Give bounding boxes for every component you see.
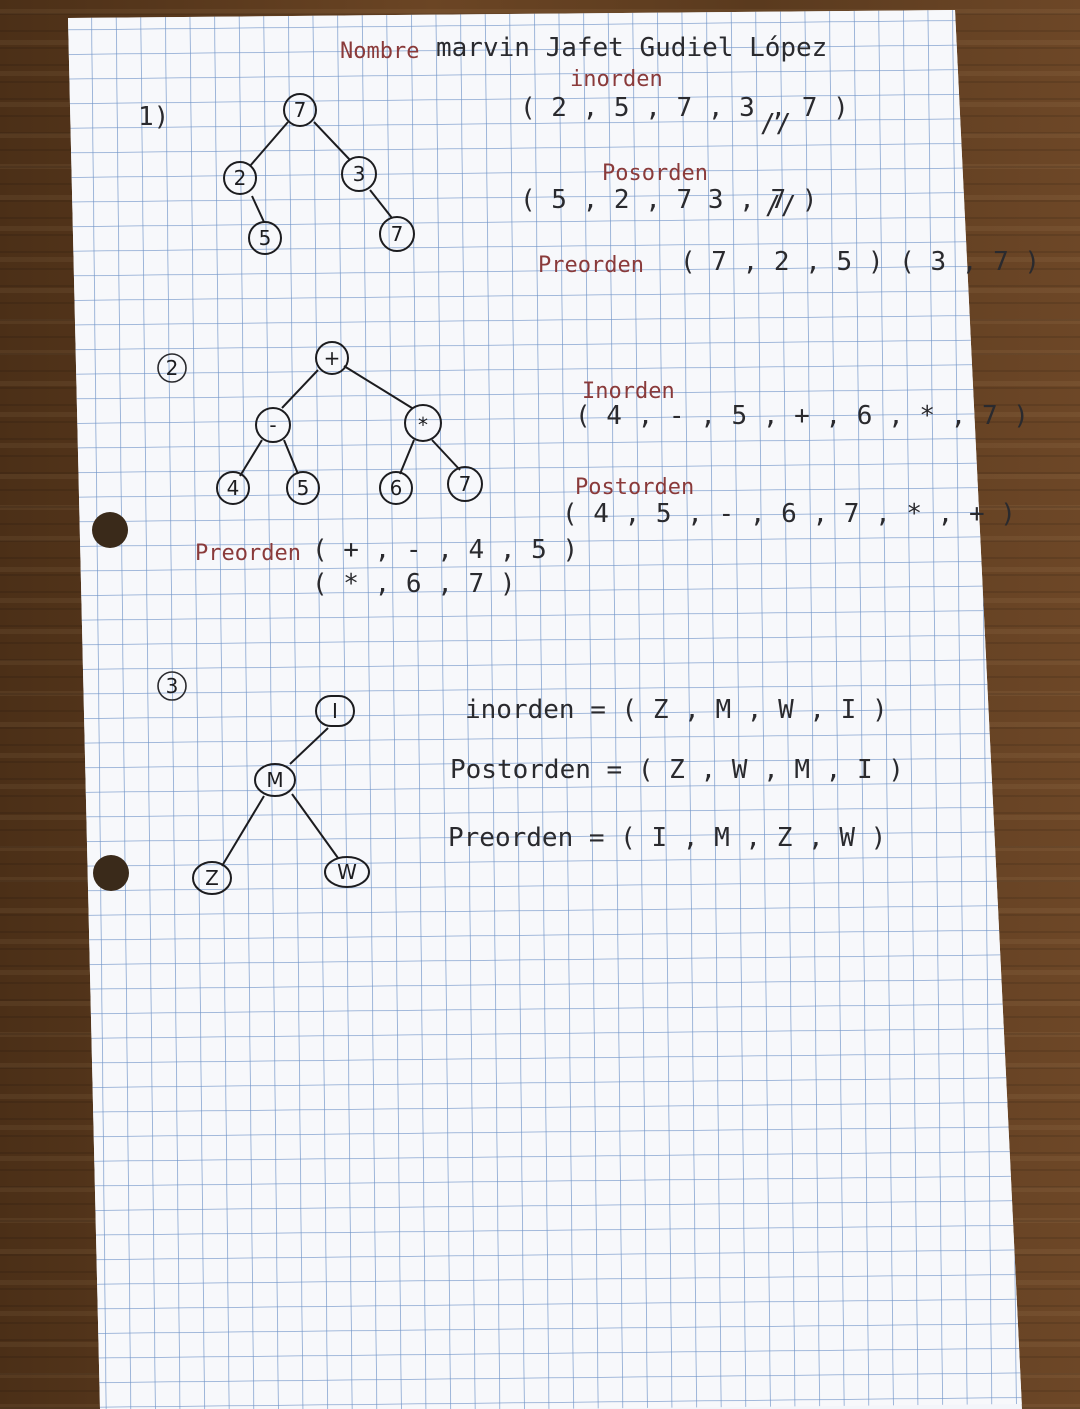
s2-preorden-label: Preorden [195,541,301,566]
tree-1-left-node: 2 [234,166,247,190]
name-label: Nombre [340,39,419,64]
s1-posorden-value: ( 5 , 2 , 7 3 , 7 ) [520,185,817,215]
tree-2-leaf: 4 [227,476,240,500]
punch-hole [93,855,129,891]
tree-2-leaf: 5 [297,476,310,500]
tree-2-root-node: + [324,346,341,370]
tree-3: I M Z W [192,695,370,895]
tree-1-left-leaf: 5 [259,226,272,250]
tree-2-right-node: * [418,413,428,437]
s3-inorden: inorden = ( Z , M , W , I ) [465,695,888,725]
name-value: marvin Jafet Gudiel López [436,33,827,63]
s3-preorden: Preorden = ( I , M , Z , W ) [448,823,886,853]
s1-preorden-label: Preorden [538,253,644,278]
s2-inorden-label: Inorden [582,379,675,404]
s2-postorden-label: Postorden [575,475,694,500]
s2-inorden-value: ( 4 , - , 5 , + , 6 , * , 7 ) [575,401,1029,431]
section-3-number: 3 [166,674,179,698]
s2-postorden-value: ( 4 , 5 , - , 6 , 7 , * , + ) [562,499,1016,529]
tree-2-leaf: 6 [390,476,403,500]
s1-posorden-label: Posorden [602,161,708,186]
s1-inorden-mark: // [760,109,791,139]
tree-1-right-leaf: 7 [391,222,404,246]
tree-2: + - * 4 5 6 7 [216,341,483,505]
section-1-number: 1) [138,102,169,132]
s2-preorden-value-1: ( + , - , 4 , 5 ) [312,535,578,565]
tree-1-root-node: 7 [294,98,307,122]
tree-3-middle-node: M [266,768,283,792]
tree-2-leaf: 7 [459,472,472,496]
tree-1-right-node: 3 [353,162,366,186]
s3-postorden: Postorden = ( Z , W , M , I ) [450,755,904,785]
s1-inorden-value: ( 2 , 5 , 7 , 3 , 7 ) [520,93,849,123]
s2-preorden-value-2: ( * , 6 , 7 ) [312,569,516,599]
punch-hole [92,512,128,548]
tree-3-left-leaf: Z [205,866,219,890]
s1-preorden-value: ( 7 , 2 , 5 ) ( 3 , 7 ) [680,247,1040,277]
tree-1: 7 2 3 5 7 [223,93,415,255]
tree-3-right-leaf: W [337,860,357,884]
tree-2-left-node: - [269,413,276,437]
tree-3-root-node: I [332,699,338,723]
s1-posorden-mark: // [765,191,796,221]
section-2-number: 2 [166,356,179,380]
s1-inorden-label: inorden [570,67,663,92]
